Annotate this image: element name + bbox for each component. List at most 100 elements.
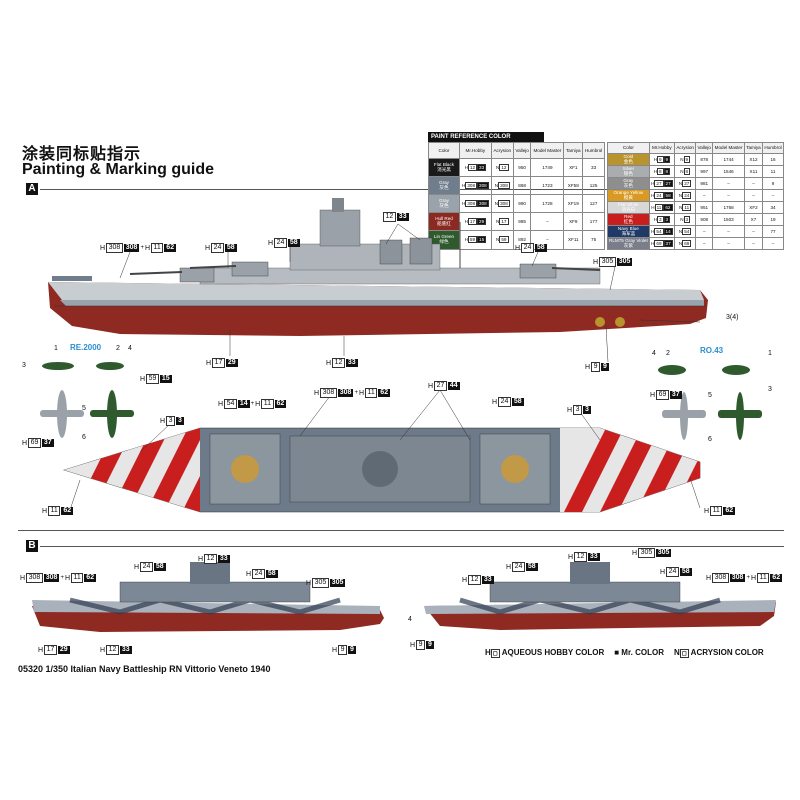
- paint-m-code: 308: [477, 182, 489, 190]
- title-chinese: 涂装同标贴指示: [22, 146, 142, 163]
- paint-h-code: 9: [656, 155, 664, 163]
- paint-name: Hull Red: [435, 216, 453, 222]
- ship-top-view: [62, 427, 701, 513]
- prop-note: 3(4): [726, 314, 739, 321]
- paint-name-cn: 红色: [623, 218, 633, 224]
- paint-m-code: 29: [477, 218, 487, 226]
- paint-n-code: 69: [682, 239, 692, 247]
- paint-h-code: 27: [654, 179, 664, 187]
- paint-m-code: 3: [663, 215, 671, 223]
- paint-m-code: 33: [477, 163, 487, 171]
- paint-m-code: 308: [477, 200, 489, 208]
- paint-m-code: 27: [663, 179, 673, 187]
- paint-name: RLM75 Gray Violet: [609, 237, 648, 243]
- paint-m-code: 9: [663, 155, 671, 163]
- paint-n-code: 17: [499, 218, 509, 226]
- paint-name-cn: 灰色: [439, 185, 449, 191]
- product-title: 05320 1/350 Italian Navy Battleship RN V…: [18, 664, 271, 674]
- paint-name: Navy Blue: [617, 225, 639, 231]
- paint-name: Gray: [439, 198, 449, 204]
- paint-name-cn: 消光黑: [437, 166, 451, 172]
- aircraft-re2000: [40, 362, 134, 438]
- paint-h-code: 69: [654, 239, 664, 247]
- ship-a-side-profile: [48, 198, 708, 336]
- aircraft-right-num-1: 1: [768, 350, 772, 357]
- paint-name-cn: 灰紫: [623, 242, 633, 248]
- paint-h-code: 24: [654, 191, 664, 199]
- paint-n-code: 54: [682, 227, 692, 235]
- paint-name: Gold: [623, 153, 634, 159]
- paint-h-code: 59: [467, 236, 478, 244]
- aircraft-left-num-2: 2: [116, 345, 120, 352]
- paint-humbrol: 33: [582, 157, 605, 177]
- paint-h-code: 308: [465, 182, 478, 190]
- aircraft-right-num-6: 6: [708, 436, 712, 443]
- legend-mr-color: ■ Mr. COLOR: [614, 648, 664, 657]
- paint-humbrol: 75: [582, 230, 605, 250]
- paint-header-left-0: Color: [428, 142, 460, 159]
- paint-n-code: 9: [683, 155, 691, 163]
- aircraft-left-label: RE.2000: [70, 343, 102, 352]
- paint-name: Silver: [622, 165, 635, 171]
- paint-n-code: 3: [683, 215, 691, 223]
- paint-name: Lin Green: [433, 234, 455, 240]
- aircraft-right-num-3: 3: [768, 386, 772, 393]
- paint-m-code: 62: [663, 203, 673, 211]
- color-legend: H◻ AQUEOUS HOBBY COLOR ■ Mr. COLOR N◻ AC…: [485, 648, 764, 658]
- paint-name: Flat White: [618, 201, 639, 207]
- aircraft-left-num-5: 5: [82, 405, 86, 412]
- section-a-rule: [40, 189, 784, 190]
- paint-n-code: 308: [498, 200, 510, 208]
- legend-aqueous: H◻ AQUEOUS HOBBY COLOR: [485, 648, 605, 658]
- paint-n-code: 8: [683, 167, 691, 175]
- section-b-label: B: [26, 540, 38, 552]
- paint-humbrol: –: [762, 236, 784, 250]
- paint-n-code: 27: [682, 179, 692, 187]
- paint-vallejo: –: [695, 188, 714, 202]
- paint-vallejo: –: [695, 236, 714, 250]
- paint-n-code: 11: [682, 203, 692, 211]
- paint-header-left-3: Vallejo: [512, 142, 532, 159]
